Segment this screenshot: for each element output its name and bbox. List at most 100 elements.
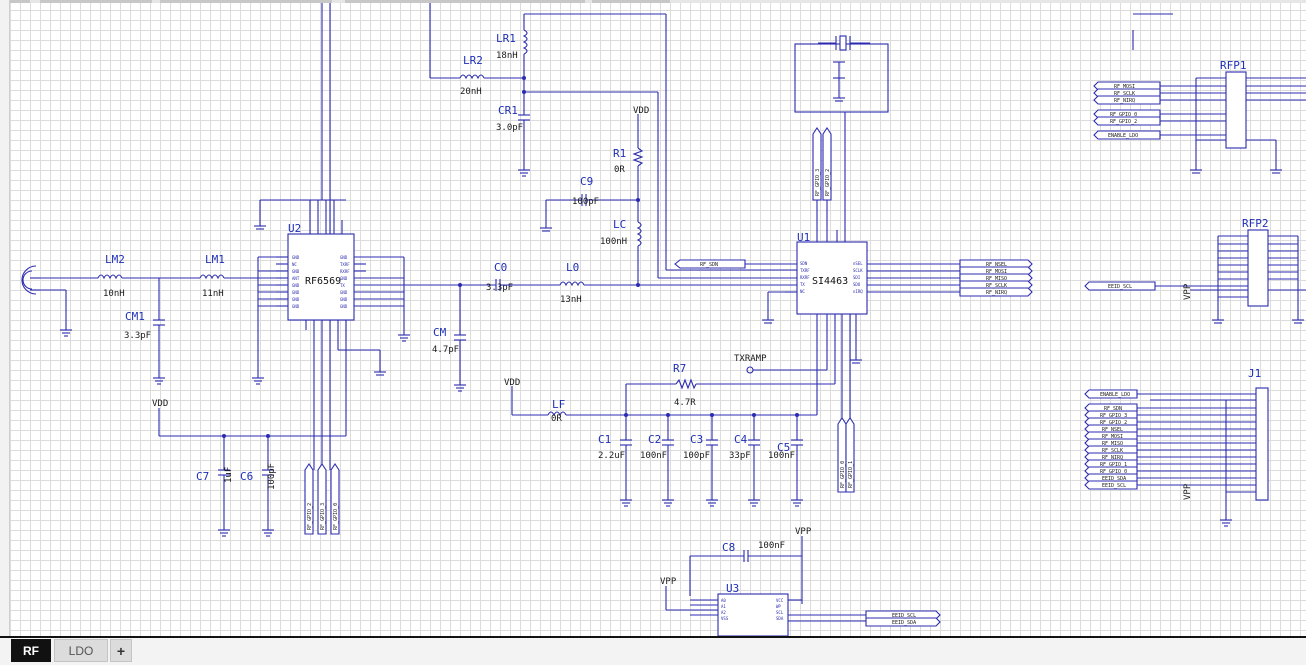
- schematic-canvas[interactable]: LM2 10nH LM1 11nH CM1 3.3pF VDD C7 1uF C…: [0, 0, 1306, 636]
- cm1-value: 3.3pF: [124, 331, 151, 341]
- inductor-lr1[interactable]: [522, 29, 528, 55]
- connector-rfp2[interactable]: [1247, 229, 1269, 307]
- top-toolbar-edge: [0, 0, 1306, 3]
- connector-j1[interactable]: [1255, 387, 1269, 501]
- ground-symbol: [540, 227, 552, 232]
- tab-rf[interactable]: RF: [11, 639, 51, 662]
- resistor-r7[interactable]: [675, 378, 697, 390]
- svg-text:GND: GND: [340, 297, 348, 302]
- inductor-lf[interactable]: [547, 411, 567, 417]
- svg-text:ENABLE_LDO: ENABLE_LDO: [1100, 392, 1130, 398]
- rfp2-net-flag[interactable]: EEID_SCL: [1084, 281, 1156, 291]
- ground-symbol: [850, 359, 862, 364]
- c7-ref: C7: [196, 470, 209, 483]
- svg-text:RF_GPIO_3: RF_GPIO_3: [1100, 413, 1127, 419]
- svg-text:RXRF: RXRF: [800, 275, 810, 280]
- ground-symbol: [374, 371, 386, 376]
- r1-ref: R1: [613, 147, 626, 160]
- ic-u2-rf6569[interactable]: [287, 233, 355, 321]
- svg-text:TX: TX: [340, 283, 345, 288]
- schematic-drawing: LM2 10nH LM1 11nH CM1 3.3pF VDD C7 1uF C…: [21, 0, 1306, 636]
- antenna-connector[interactable]: [21, 265, 40, 295]
- lm1-ref: LM1: [205, 253, 225, 266]
- ground-symbol: [398, 334, 410, 342]
- u1-right-net-flags[interactable]: RF_NSEL RF_MOSI RF_MISO RF_SCLK RF_NIRQ: [959, 259, 1033, 297]
- svg-text:A2: A2: [721, 610, 726, 615]
- u3-pin-labels: A0 A1 A2 VSS VCC WP SCL SDA: [721, 598, 784, 621]
- ground-symbol: [252, 377, 264, 385]
- capacitor-c4[interactable]: [748, 439, 760, 446]
- txramp-testpoint[interactable]: [746, 366, 754, 374]
- svg-text:RF_SCLK: RF_SCLK: [1114, 91, 1135, 97]
- lr1-ref: LR1: [496, 32, 516, 45]
- svg-text:ANT: ANT: [292, 276, 300, 281]
- u1-left-pin-labels: SDN TXRF RXRF TX NC: [800, 261, 810, 294]
- svg-text:RF_GPIO_1: RF_GPIO_1: [848, 461, 854, 488]
- c3-value: 100pF: [683, 451, 710, 461]
- svg-text:GND: GND: [292, 255, 300, 260]
- lm2-ref: LM2: [105, 253, 125, 266]
- capacitor-c1[interactable]: [620, 439, 632, 446]
- u2-gpio-net-flags[interactable]: RF_GPIO_2 RF_GPIO_3 RF_GPIO_0: [304, 463, 340, 535]
- capacitor-c5[interactable]: [791, 439, 803, 446]
- svg-text:VCC: VCC: [776, 598, 784, 603]
- resistor-r1[interactable]: [632, 147, 644, 167]
- net-flag-rf-sdn[interactable]: RF_SDN: [674, 259, 746, 269]
- svg-text:EEID_SDA: EEID_SDA: [1102, 476, 1126, 482]
- ground-symbol: [1212, 319, 1224, 324]
- lr2-value: 20nH: [460, 87, 482, 97]
- tab-ldo[interactable]: LDO: [54, 639, 108, 662]
- inductor-lm1[interactable]: [199, 274, 225, 280]
- c2-ref: C2: [648, 433, 661, 446]
- inductor-lc[interactable]: [636, 221, 642, 247]
- c4-ref: C4: [734, 433, 748, 446]
- vpp-label-rfp2: VPP: [1183, 283, 1193, 300]
- u2-part: RF6569: [305, 276, 341, 287]
- svg-text:GND: GND: [292, 269, 300, 274]
- ground-symbol: [1190, 169, 1202, 174]
- svg-text:RF_GPIO_3: RF_GPIO_3: [320, 503, 326, 530]
- u1-bottom-net-flags[interactable]: RF_GPIO_0 RF_GPIO_1: [837, 417, 855, 493]
- svg-text:RF_MISO: RF_MISO: [986, 276, 1007, 282]
- svg-text:GND: GND: [292, 304, 300, 309]
- ground-symbol: [153, 377, 165, 385]
- svg-text:NC: NC: [800, 289, 805, 294]
- ground-symbol: [1270, 169, 1282, 174]
- svg-text:EEID_SCL: EEID_SCL: [1108, 284, 1132, 290]
- svg-text:RF_NIRQ: RF_NIRQ: [1102, 455, 1123, 461]
- c6-value: 100pF: [267, 463, 277, 490]
- sheet-tab-bar: RF LDO +: [0, 636, 1306, 665]
- c5-value: 100nF: [768, 451, 795, 461]
- svg-text:RF_NSEL: RF_NSEL: [986, 262, 1007, 268]
- capacitor-cr1[interactable]: [518, 114, 530, 121]
- add-tab-button[interactable]: +: [110, 639, 132, 662]
- ic-u1-si4463[interactable]: [796, 241, 868, 315]
- rfp2-ref: RFP2: [1242, 217, 1269, 230]
- ground-symbol: [218, 529, 230, 537]
- capacitor-cm[interactable]: [454, 334, 466, 341]
- crystal-xtal[interactable]: [835, 35, 851, 51]
- svg-text:A0: A0: [721, 598, 726, 603]
- u1-top-net-flags[interactable]: RF_GPIO_3 RF_GPIO_2: [812, 127, 832, 201]
- capacitor-c2[interactable]: [662, 439, 674, 446]
- lr2-ref: LR2: [463, 54, 483, 67]
- u3-net-flags[interactable]: EEID_SCL EEID_SDA: [865, 610, 941, 627]
- inductor-lr2[interactable]: [459, 74, 485, 80]
- svg-text:RF_SCLK: RF_SCLK: [1102, 448, 1123, 454]
- svg-text:RF_NIRQ: RF_NIRQ: [1114, 98, 1135, 104]
- r7-value: 4.7R: [674, 398, 696, 408]
- inductor-lm2[interactable]: [97, 274, 123, 280]
- connector-rfp1[interactable]: [1225, 71, 1247, 149]
- rfp1-net-flags[interactable]: RF_MOSI RF_SCLK RF_NIRQ RF_GPIO_0 RF_GPI…: [1093, 81, 1161, 140]
- inductor-l0[interactable]: [559, 281, 585, 287]
- svg-text:RF_MISO: RF_MISO: [1102, 441, 1123, 447]
- j1-net-flags[interactable]: ENABLE_LDO RF_SDN RF_GPIO_3 RF_GPIO_2 RF…: [1084, 389, 1138, 490]
- svg-text:SDI: SDI: [853, 275, 861, 280]
- svg-text:RF_GPIO_2: RF_GPIO_2: [825, 169, 831, 196]
- capacitor-c8[interactable]: [743, 550, 749, 562]
- capacitor-c3[interactable]: [706, 439, 718, 446]
- capacitor-cm1[interactable]: [153, 319, 165, 326]
- c3-ref: C3: [690, 433, 703, 446]
- svg-text:VSS: VSS: [721, 616, 729, 621]
- svg-text:RF_GPIO_3: RF_GPIO_3: [815, 169, 821, 196]
